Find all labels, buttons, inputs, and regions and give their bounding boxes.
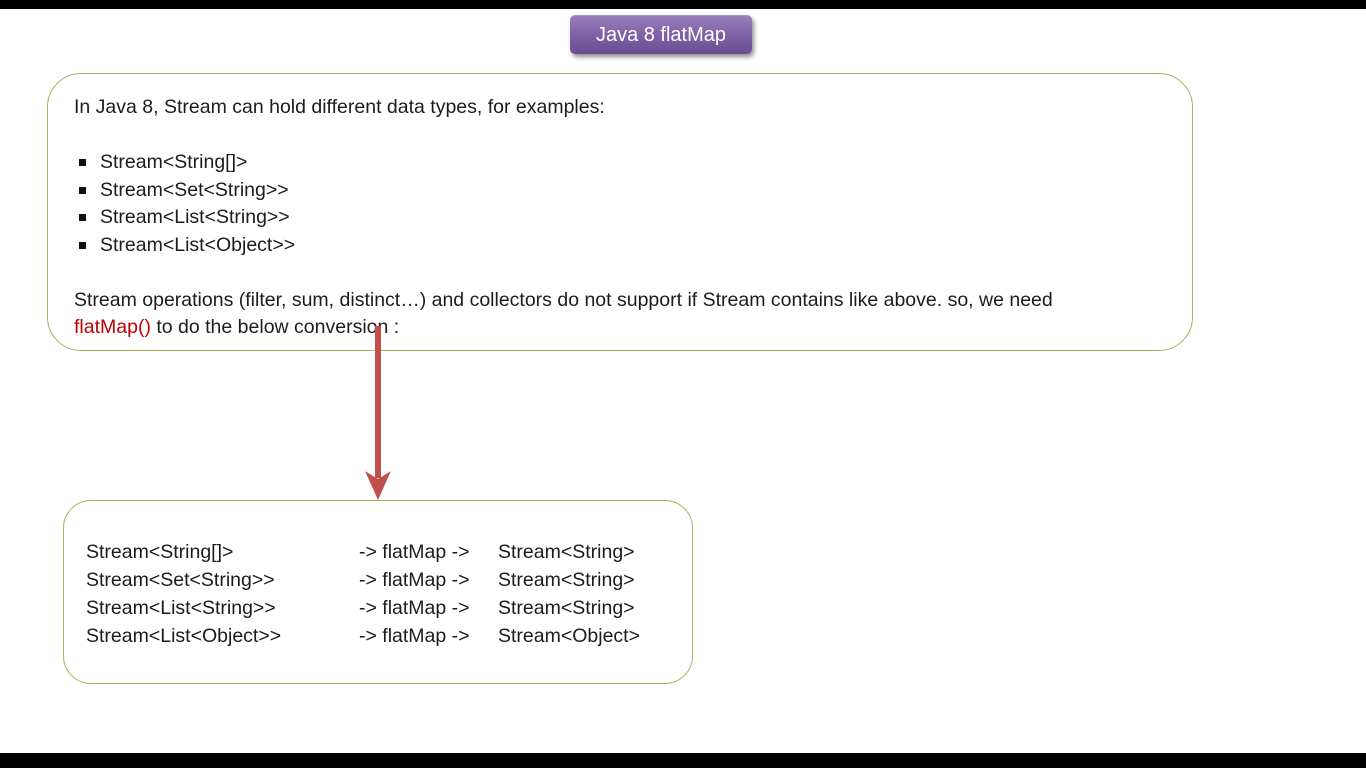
flatmap-highlight: flatMap(): [74, 316, 151, 338]
list-item: Stream<Set<String>>: [74, 177, 1166, 205]
list-item: Stream<List<Object>>: [74, 232, 1166, 260]
conversion-to: Stream<Object>: [498, 625, 640, 647]
conversion-row: Stream<String[]> -> flatMap -> Stream<St…: [86, 538, 692, 566]
slide-title: Java 8 flatMap: [595, 23, 727, 46]
conversion-row: Stream<Set<String>> -> flatMap -> Stream…: [86, 566, 692, 594]
spacer: [74, 259, 1166, 287]
paragraph-text-cont: to do the below conversion :: [150, 316, 400, 338]
conversion-box: Stream<String[]> -> flatMap -> Stream<St…: [63, 500, 693, 684]
slide-title-badge: Java 8 flatMap: [570, 15, 752, 54]
conversion-from: Stream<List<String>>: [86, 597, 276, 619]
conversion-from: Stream<List<Object>>: [86, 625, 282, 647]
conversion-op: -> flatMap ->: [359, 569, 470, 591]
conversion-from: Stream<Set<String>>: [86, 569, 275, 591]
list-item: Stream<List<String>>: [74, 204, 1166, 232]
bullet-square-icon: [79, 186, 86, 194]
letterbox-bottom-bar: [0, 753, 1366, 768]
intro-paragraph: Stream operations (filter, sum, distinct…: [74, 287, 1166, 342]
bullet-text: Stream<List<Object>>: [100, 233, 296, 256]
bullet-text: Stream<Set<String>>: [100, 178, 289, 201]
conversion-op: -> flatMap ->: [359, 597, 470, 619]
bullet-text: Stream<String[]>: [100, 151, 248, 173]
conversion-row: Stream<List<Object>> -> flatMap -> Strea…: [86, 622, 692, 650]
conversion-op: -> flatMap ->: [359, 625, 470, 647]
bullet-text: Stream<List<String>>: [100, 206, 290, 228]
paragraph-text: Stream operations (filter, sum, distinct…: [74, 288, 1053, 311]
list-item: Stream<String[]>: [74, 149, 1166, 177]
conversion-to: Stream<String>: [498, 569, 635, 591]
conversion-to: Stream<String>: [498, 541, 635, 563]
conversion-to: Stream<String>: [498, 597, 635, 619]
intro-heading: In Java 8, Stream can hold different dat…: [74, 96, 605, 118]
conversion-from: Stream<String[]>: [86, 541, 234, 563]
bullet-square-icon: [79, 159, 86, 167]
down-arrow-icon: [362, 326, 394, 500]
spacer: [74, 122, 1166, 150]
conversion-op: -> flatMap ->: [359, 541, 470, 563]
bullet-square-icon: [79, 214, 86, 222]
bullet-square-icon: [79, 241, 86, 249]
conversion-row: Stream<List<String>> -> flatMap -> Strea…: [86, 594, 692, 622]
letterbox-top-bar: [0, 0, 1366, 9]
intro-box: In Java 8, Stream can hold different dat…: [47, 73, 1193, 351]
